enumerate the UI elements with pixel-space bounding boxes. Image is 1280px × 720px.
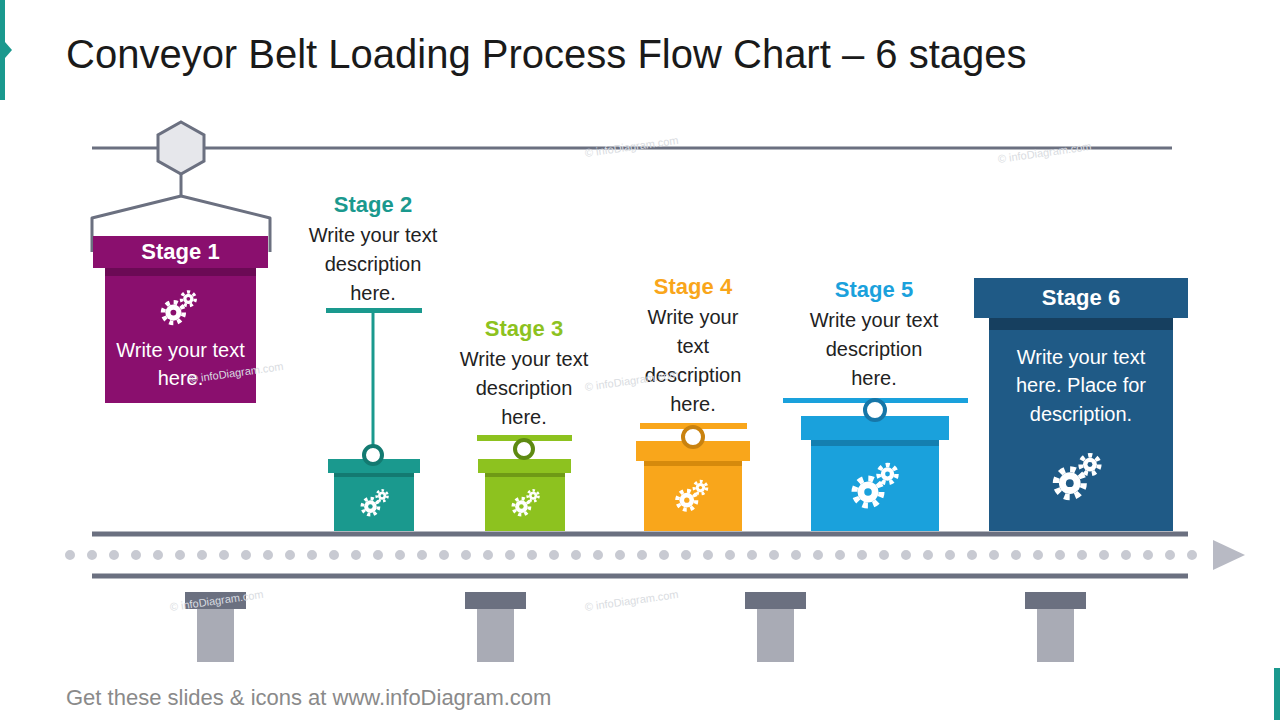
watermark: © infoDiagram.com [584, 587, 679, 614]
stage-description: Write your text description here. [301, 221, 446, 308]
box-body [105, 276, 256, 403]
stage-description: Write your text description here. [452, 345, 597, 432]
gear-icon [163, 292, 195, 323]
gear-icon [513, 490, 538, 514]
hanger-hexagon [158, 122, 204, 174]
box-lid [93, 236, 268, 268]
watermark: © infoDiagram.com [584, 133, 679, 160]
gear-icon [677, 481, 706, 509]
box-strip [811, 440, 939, 446]
box-body [811, 446, 939, 531]
stage-heading: Stage 2 [301, 190, 446, 220]
accent-notch [5, 42, 12, 58]
leg-cap [1025, 592, 1086, 609]
box-strip [989, 318, 1173, 330]
stage-heading: Stage 3 [452, 314, 597, 344]
gear-icon [362, 490, 387, 514]
watermark: © infoDiagram.com [189, 359, 284, 386]
leg-post [1037, 609, 1074, 662]
stage-heading: Stage 5 [802, 275, 947, 305]
hook-ring [364, 446, 382, 464]
gear-icon [1056, 455, 1099, 497]
stage-description: Write your text here. Place for descript… [996, 343, 1166, 429]
accent-bar [0, 0, 5, 100]
hook-ring [683, 427, 703, 447]
hook-ring [515, 440, 533, 458]
box-body [989, 330, 1173, 531]
box-body [334, 477, 414, 531]
slide-title: Conveyor Belt Loading Process Flow Chart… [66, 28, 1027, 80]
box-lid [974, 278, 1188, 318]
box-lid [478, 459, 571, 473]
stage-description: Write your text description here. [802, 306, 947, 393]
stage-box: Stage 5Write your text description here. [783, 275, 968, 531]
leg-post [757, 609, 794, 662]
watermark: © infoDiagram.com [584, 367, 679, 394]
stage-box: Stage 4Write your text description here. [630, 272, 756, 531]
stage-box: Stage 3Write your text description here. [449, 314, 599, 531]
leg-post [477, 609, 514, 662]
box-strip [485, 473, 565, 477]
box-strip [105, 268, 256, 276]
stage-description: Write your text here. [116, 336, 246, 392]
leg-cap [465, 592, 526, 609]
belt-edge [92, 532, 1188, 537]
watermark: © infoDiagram.com [997, 139, 1092, 166]
box-body [485, 477, 565, 531]
leg-cap [745, 592, 806, 609]
watermark: © infoDiagram.com [169, 587, 264, 614]
accent-bar [1274, 668, 1280, 720]
direction-arrow [1213, 540, 1245, 570]
stage-description: Write your text description here. [636, 303, 751, 419]
gear-icon [855, 465, 897, 506]
stage-box: Stage 6 Write your text here. Place for d… [974, 278, 1188, 531]
box-strip [644, 461, 742, 466]
stage-heading: Stage 4 [630, 272, 756, 302]
stage-box: Stage 2Write your text description here. [298, 190, 448, 531]
box-strip [334, 473, 414, 477]
leg-post [197, 609, 234, 662]
hanger-wire [372, 313, 375, 446]
stage-heading: Stage 6 [974, 278, 1188, 318]
belt-edge [92, 574, 1188, 579]
hook-ring [865, 400, 885, 420]
box-body [644, 466, 742, 531]
footer-caption: Get these slides & icons at www.infoDiag… [66, 684, 551, 712]
stage-heading: Stage 1 [93, 236, 268, 268]
hanger-bar [326, 308, 422, 313]
belt-rollers [70, 550, 1200, 560]
